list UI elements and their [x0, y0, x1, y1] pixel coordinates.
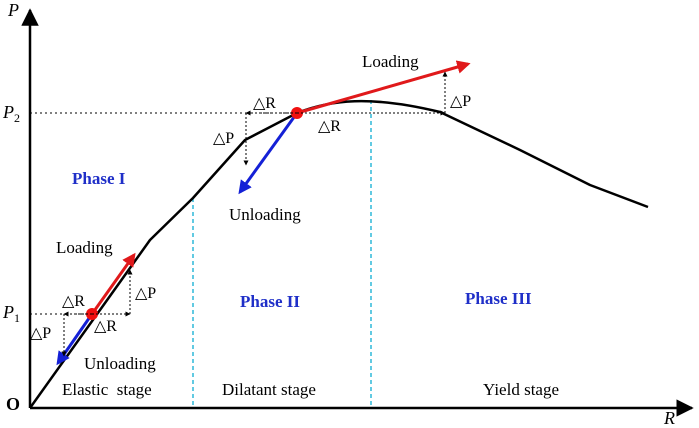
phase-3-label: Phase III — [465, 289, 532, 308]
delta-r-label-lower-left: △R — [62, 293, 85, 310]
loading-arrow-upper — [296, 60, 471, 115]
p1-label: P1 — [2, 302, 20, 325]
delta-r-label-upper-right: △R — [318, 118, 341, 135]
y-axis-label: P — [7, 0, 19, 20]
unloading-label-upper: Unloading — [229, 205, 301, 224]
phase-2-label: Phase II — [240, 292, 300, 311]
loading-arrow-lower — [90, 252, 136, 315]
loading-label-upper: Loading — [362, 52, 419, 71]
delta-p-label-lower-left: △P — [30, 325, 51, 342]
stage-dilatant-label: Dilatant stage — [222, 380, 316, 399]
unloading-arrow-upper — [238, 112, 299, 195]
origin-label: O — [6, 394, 20, 414]
delta-p-label-upper-left: △P — [213, 130, 234, 147]
stage-elastic-label: Elastic stage — [62, 380, 152, 399]
load-displacement-curve — [28, 99, 649, 409]
stage-yield-label: Yield stage — [483, 380, 559, 399]
delta-r-label-upper-left: △R — [253, 95, 276, 112]
delta-p-label-lower-right: △P — [135, 285, 156, 302]
x-axis-label: R — [663, 408, 675, 428]
delta-r-label-lower-right: △R — [94, 318, 117, 335]
loading-label-lower: Loading — [56, 238, 113, 257]
phase-1-label: Phase I — [72, 169, 126, 188]
p2-label: P2 — [2, 102, 20, 125]
delta-p-label-upper-right: △P — [450, 93, 471, 110]
unloading-label-lower: Unloading — [84, 354, 156, 373]
